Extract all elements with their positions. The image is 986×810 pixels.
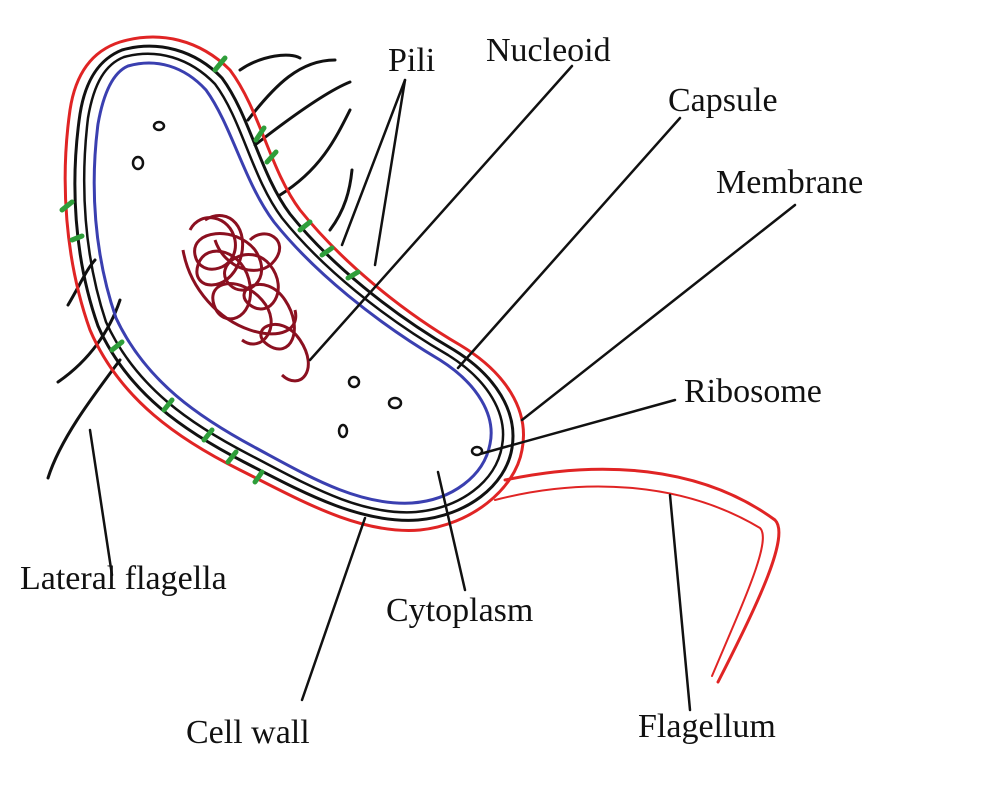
nucleoid-coil (181, 214, 310, 383)
label-lateral-flagella: Lateral flagella (20, 560, 227, 597)
flagellum-tail (494, 467, 781, 684)
cell-wall-outer (73, 44, 515, 522)
pili-marks (59, 55, 361, 485)
leader-lines (88, 64, 797, 712)
label-nucleoid: Nucleoid (486, 32, 611, 69)
cell-wall-inner (82, 52, 505, 514)
label-cell-wall: Cell wall (186, 714, 310, 751)
membrane-outline (92, 61, 493, 505)
label-membrane: Membrane (716, 164, 864, 201)
label-ribosome: Ribosome (684, 373, 822, 410)
capsule-outline (63, 35, 525, 532)
label-flagellum: Flagellum (638, 708, 776, 745)
label-capsule: Capsule (668, 82, 778, 119)
label-pili: Pili (388, 42, 436, 79)
ribosome-dots (131, 120, 484, 457)
label-cytoplasm: Cytoplasm (386, 592, 534, 629)
